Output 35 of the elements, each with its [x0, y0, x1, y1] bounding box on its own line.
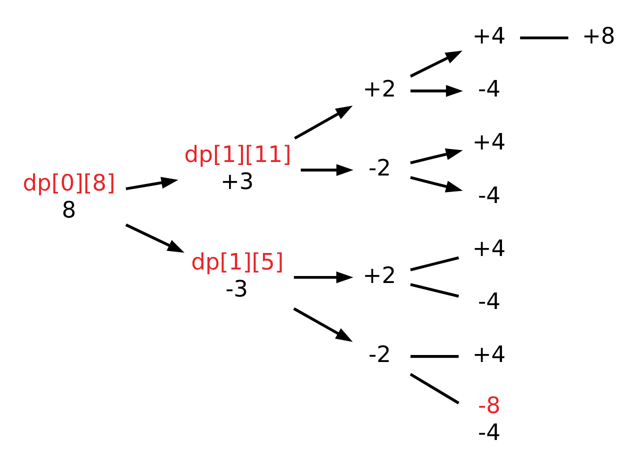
node-text: +4: [472, 342, 506, 368]
arrow: [410, 176, 463, 192]
node-text: -2: [368, 155, 391, 182]
arrow: [126, 176, 178, 190]
node-label: -8: [478, 392, 501, 418]
arrow: [410, 50, 463, 78]
node-text: -4: [478, 182, 501, 208]
node-text: 8: [62, 196, 76, 223]
node-text: +4: [472, 235, 506, 262]
arrow: [293, 306, 353, 342]
node-text: -2: [368, 342, 391, 368]
arrow: [125, 223, 184, 252]
node-text: -4: [478, 76, 501, 102]
node-text: +4: [472, 129, 506, 156]
node-text: -4: [478, 288, 501, 314]
connector: [410, 372, 460, 404]
node-label: dp[1][5]: [191, 248, 284, 275]
arrow: [410, 148, 463, 164]
arrow: [410, 84, 463, 96]
node-text: +4: [472, 23, 506, 50]
connector: [520, 36, 568, 39]
connector: [410, 256, 460, 271]
connector: [410, 354, 459, 358]
arrow: [294, 105, 353, 140]
node-label: dp[1][11]: [184, 142, 292, 168]
arrow: [294, 270, 354, 283]
node-label: dp[0][8]: [22, 170, 116, 196]
arrow: [300, 164, 354, 176]
node-text: +3: [220, 168, 254, 195]
node-text: -3: [226, 276, 248, 302]
connector: [410, 282, 460, 298]
node-text: +2: [362, 262, 396, 289]
node-text: +8: [582, 23, 616, 50]
node-text: -4: [478, 420, 501, 446]
node-text: +2: [362, 76, 396, 102]
